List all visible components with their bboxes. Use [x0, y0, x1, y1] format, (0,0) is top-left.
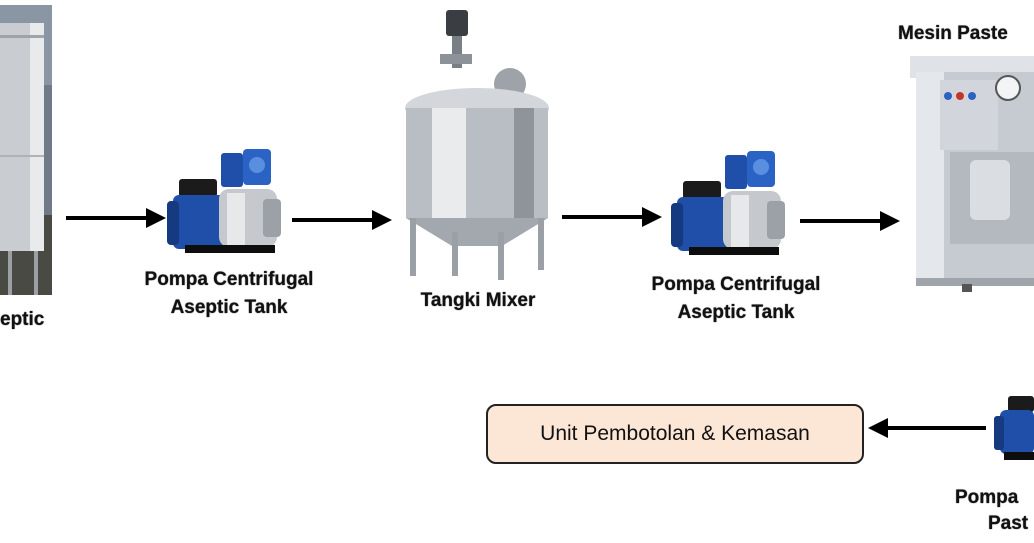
aseptic-tank-label: eptic	[0, 309, 45, 330]
arrow-right-icon	[562, 206, 662, 228]
aseptic-tank-image	[0, 5, 52, 295]
pump2-label-line1: Pompa Centrifugal	[651, 274, 821, 295]
pasteurizer-machine-image	[910, 56, 1034, 292]
mixer-label: Tangki Mixer	[420, 290, 536, 311]
pump1-label-line1: Pompa Centrifugal	[144, 269, 314, 290]
arrow-right-icon	[800, 210, 900, 232]
bottling-unit-box: Unit Pembotolan & Kemasan	[486, 404, 864, 464]
centrifugal-pump-image	[163, 145, 283, 260]
pump2-label-line2: Aseptic Tank	[677, 302, 795, 323]
pasteurizer-label: Mesin Paste	[898, 23, 1008, 44]
arrow-right-icon	[292, 209, 392, 231]
mixer-tank-image	[402, 10, 554, 285]
arrow-left-icon	[868, 417, 986, 439]
centrifugal-pump-image	[994, 394, 1034, 466]
pump1-label-line2: Aseptic Tank	[170, 297, 288, 318]
bottling-unit-label: Unit Pembotolan & Kemasan	[540, 422, 810, 445]
pump3-label-line1: Pompa	[955, 487, 1019, 508]
centrifugal-pump-image	[667, 147, 787, 262]
pump3-label-line2: Past	[988, 513, 1029, 534]
arrow-right-icon	[66, 207, 166, 229]
